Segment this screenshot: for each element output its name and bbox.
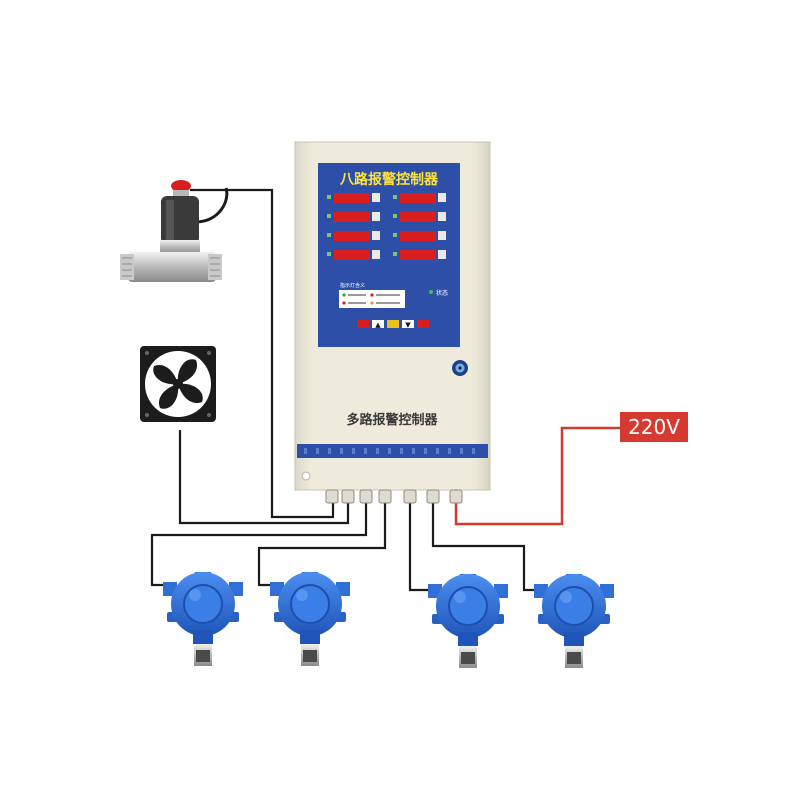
control-button[interactable] xyxy=(417,320,429,328)
controller-label: 多路报警控制器 xyxy=(346,412,438,428)
cable-gland xyxy=(449,489,463,504)
wire-exhaust-fan xyxy=(178,430,350,525)
indicator-legend: 指示灯含义 xyxy=(339,282,405,308)
control-buttons: ▲ ▼ xyxy=(357,320,429,329)
fan-icon xyxy=(153,359,203,409)
cable-gland xyxy=(426,489,440,504)
channel-displays xyxy=(327,193,446,260)
channel-display xyxy=(327,231,380,241)
key-lock[interactable] xyxy=(452,360,468,376)
panel-title: 八路报警控制器 xyxy=(339,171,439,188)
wire-detector-3 xyxy=(408,503,432,592)
screw-icon xyxy=(301,471,311,481)
wire-detector-1 xyxy=(150,503,368,587)
signal-wires xyxy=(150,188,538,592)
gas-detector xyxy=(428,574,508,668)
cable-gland xyxy=(325,489,339,504)
exhaust-fan xyxy=(140,346,216,422)
alarm-controller: 八路报警控制器 xyxy=(294,141,491,504)
cable-glands xyxy=(325,489,463,504)
channel-display xyxy=(393,250,446,260)
wire-detector-2 xyxy=(257,503,387,587)
channel-display xyxy=(327,193,380,203)
gas-detectors xyxy=(163,572,614,668)
wire-solenoid-valve xyxy=(190,188,335,519)
channel-display xyxy=(327,250,380,260)
power-label: 220V xyxy=(620,412,688,442)
cable-gland xyxy=(378,489,392,504)
status-led xyxy=(429,290,433,294)
cable-gland xyxy=(341,489,355,504)
channel-display xyxy=(393,193,446,203)
gas-detector xyxy=(163,572,243,666)
channel-display xyxy=(393,212,446,222)
cable-gland xyxy=(403,489,417,504)
up-arrow-icon: ▲ xyxy=(375,321,381,329)
cable-gland xyxy=(359,489,373,504)
legend-title: 指示灯含义 xyxy=(340,282,365,289)
control-button[interactable] xyxy=(402,320,414,328)
channel-display xyxy=(327,212,380,222)
power-label-text: 220V xyxy=(628,415,680,439)
status-label: 状态 xyxy=(436,289,448,297)
control-button[interactable] xyxy=(357,320,369,328)
power-wire xyxy=(454,426,620,526)
wire-detector-4 xyxy=(431,503,538,592)
down-arrow-icon: ▼ xyxy=(405,321,411,329)
control-button[interactable] xyxy=(387,320,399,328)
solenoid-valve xyxy=(120,180,229,282)
control-button[interactable] xyxy=(372,320,384,328)
blue-stripe xyxy=(297,444,488,458)
channel-display xyxy=(393,231,446,241)
gas-detector xyxy=(270,572,350,666)
gas-detector xyxy=(534,574,614,668)
